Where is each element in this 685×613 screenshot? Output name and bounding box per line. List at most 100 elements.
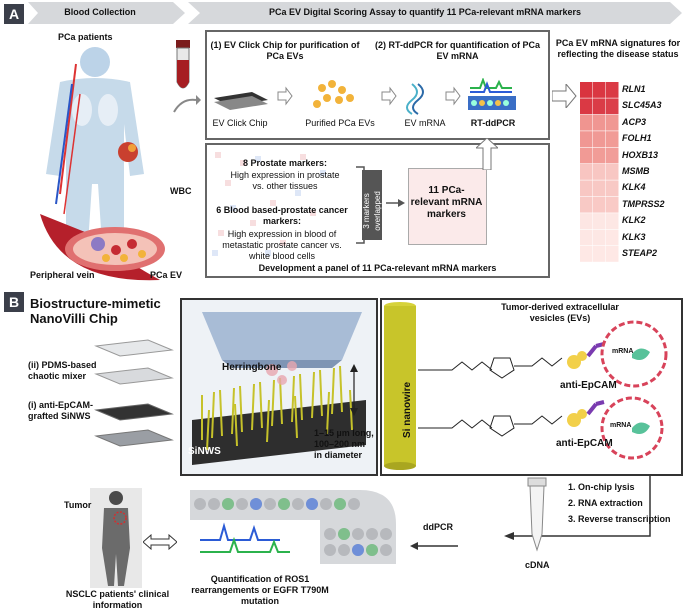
heatmap-cell [580, 114, 593, 131]
rt-ddpcr-label: RT-ddPCR [470, 118, 516, 128]
si-nanowire-label: Si nanowire [402, 381, 413, 439]
gene-label: RLN1 [622, 84, 646, 94]
pca-patients-label: PCa patients [58, 32, 113, 42]
anti-epcam-label-1: anti-EpCAM [560, 380, 617, 391]
panel-a-label: A [4, 4, 24, 24]
step2-title: (2) RT-ddPCR for quantification of PCa E… [375, 40, 540, 61]
chemistry-illustration [384, 302, 668, 470]
heatmap-cell [580, 180, 593, 197]
arrow-right-icon [386, 199, 405, 207]
gene-label: KLK4 [622, 182, 646, 193]
gene-label: FOLH1 [622, 133, 652, 144]
pca-ev-label: PCa EV [150, 270, 183, 280]
purified-evs-label: Purified PCa EVs [305, 118, 375, 128]
processing-step: 1. On-chip lysis [568, 482, 635, 492]
heatmap-cell [606, 164, 619, 180]
nanovilli-title: Biostructure-mimetic NanoVilli Chip [30, 296, 161, 326]
heatmap-cell [606, 229, 619, 246]
anti-epcam-siwns-label: (i) anti-EpCAM-grafted SiNWS [28, 400, 93, 421]
prostate-markers-title: 8 Prostate markers: [242, 158, 328, 168]
ddpcr-droplets-illustration [190, 490, 396, 564]
ev-workflow-box [205, 30, 550, 140]
panel11-label: 11 PCa-relevant mRNA markers [410, 185, 483, 220]
ev-mrna-label: EV mRNA [404, 118, 446, 128]
banner-arrows [28, 2, 682, 24]
heatmap-cell [593, 147, 606, 164]
heatmap-cell [606, 180, 619, 197]
tumor-label: Tumor [64, 500, 92, 510]
heatmap-cell [593, 98, 606, 115]
workflow-icons [214, 78, 516, 115]
heatmap-cell [593, 164, 606, 180]
heatmap-cell [593, 131, 606, 147]
heatmap-cell [606, 246, 619, 262]
gene-label: TMPRSS2 [622, 198, 665, 209]
prostate-markers-desc: High expression in prostate vs. other ti… [230, 170, 340, 191]
gene-label: ACP3 [622, 116, 647, 127]
siwns-illustration [182, 300, 376, 474]
heatmap-cell [593, 229, 606, 246]
siwns-label: SiNWS [188, 446, 221, 457]
heatmap-cell [593, 114, 606, 131]
mrna-label-2: mRNA [610, 422, 632, 429]
nsclc-label: NSCLC patients' clinical information [65, 589, 170, 610]
panel-b-label: B [4, 292, 24, 312]
heatmap-cell [593, 246, 606, 262]
ddpcr-label: ddPCR [423, 522, 453, 532]
wbc-label: WBC [170, 186, 192, 196]
hollow-arrow-icon [552, 84, 577, 108]
overlap-bar [362, 170, 382, 240]
processing-step: 2. RNA extraction [568, 498, 643, 508]
heatmap-cell [580, 229, 593, 246]
banner-assay: PCa EV Digital Scoring Assay to quantify… [269, 7, 581, 17]
heatmap-cell [606, 98, 619, 115]
anti-epcam-label-2: anti-EpCAM [556, 438, 613, 449]
patient-body-illustration [40, 47, 165, 281]
ev-click-chip-label: EV Click Chip [212, 118, 268, 128]
heatmap-cell [606, 196, 619, 213]
heatmap-cell [606, 147, 619, 164]
heatmap-cell [606, 114, 619, 131]
flow-connector [504, 476, 651, 540]
gene-label: SLC45A3 [622, 100, 662, 111]
heatmap-cell [593, 213, 606, 229]
signature-heatmap [580, 82, 619, 262]
processing-step: 3. Reverse transcription [568, 514, 671, 524]
gene-label: HOXB13 [622, 149, 659, 160]
heatmap-cell [606, 131, 619, 147]
heatmap-cell [606, 213, 619, 229]
cdna-tube-icon [527, 477, 547, 552]
gene-label: KLK2 [622, 215, 646, 226]
heatmap-cell [580, 82, 593, 98]
quantification-label: Quantification of ROS1 rearrangements or… [191, 574, 329, 606]
arrow-left-icon [410, 542, 458, 550]
heatmap-cell [580, 246, 593, 262]
panel11-box [408, 168, 487, 245]
step1-title: (1) EV Click Chip for purification of PC… [210, 40, 360, 61]
gene-label: STEAP2 [622, 248, 658, 258]
peripheral-vein-label: Peripheral vein [30, 270, 95, 280]
dev-caption: Development a panel of 11 PCa-relevant m… [258, 263, 497, 273]
tumor-evs-label: Tumor-derived extracellular vesicles (EV… [501, 302, 619, 323]
heatmap-cell [593, 196, 606, 213]
gene-label: MSMB [622, 166, 650, 176]
dims-label: 1–15 µm long, 100–200 nm in diameter [314, 428, 374, 460]
gene-label: KLK3 [622, 231, 646, 242]
blood-tube-icon [176, 40, 190, 89]
heatmap-cell [580, 98, 593, 115]
heatmap-cell [580, 196, 593, 213]
overlap-label: 3 markers overlapped [362, 191, 382, 231]
heatmap-cell [593, 180, 606, 197]
herringbone-label: Herringbone [222, 362, 282, 373]
mrna-label-1: mRNA [612, 348, 634, 355]
heatmap-cell [580, 147, 593, 164]
blood-markers-desc: High expression in blood of metastatic p… [222, 229, 342, 261]
pet-body-silhouette [102, 491, 130, 586]
curved-arrow-icon [173, 95, 201, 113]
blood-markers-title: 6 Blood based-prostate cancer markers: [216, 205, 348, 226]
signature-title: PCa EV mRNA signatures for reflecting th… [555, 38, 681, 59]
faded-heatmap [212, 152, 326, 256]
heatmap-cell [580, 131, 593, 147]
double-arrow-icon [143, 534, 177, 550]
up-arrow-icon [476, 138, 498, 170]
